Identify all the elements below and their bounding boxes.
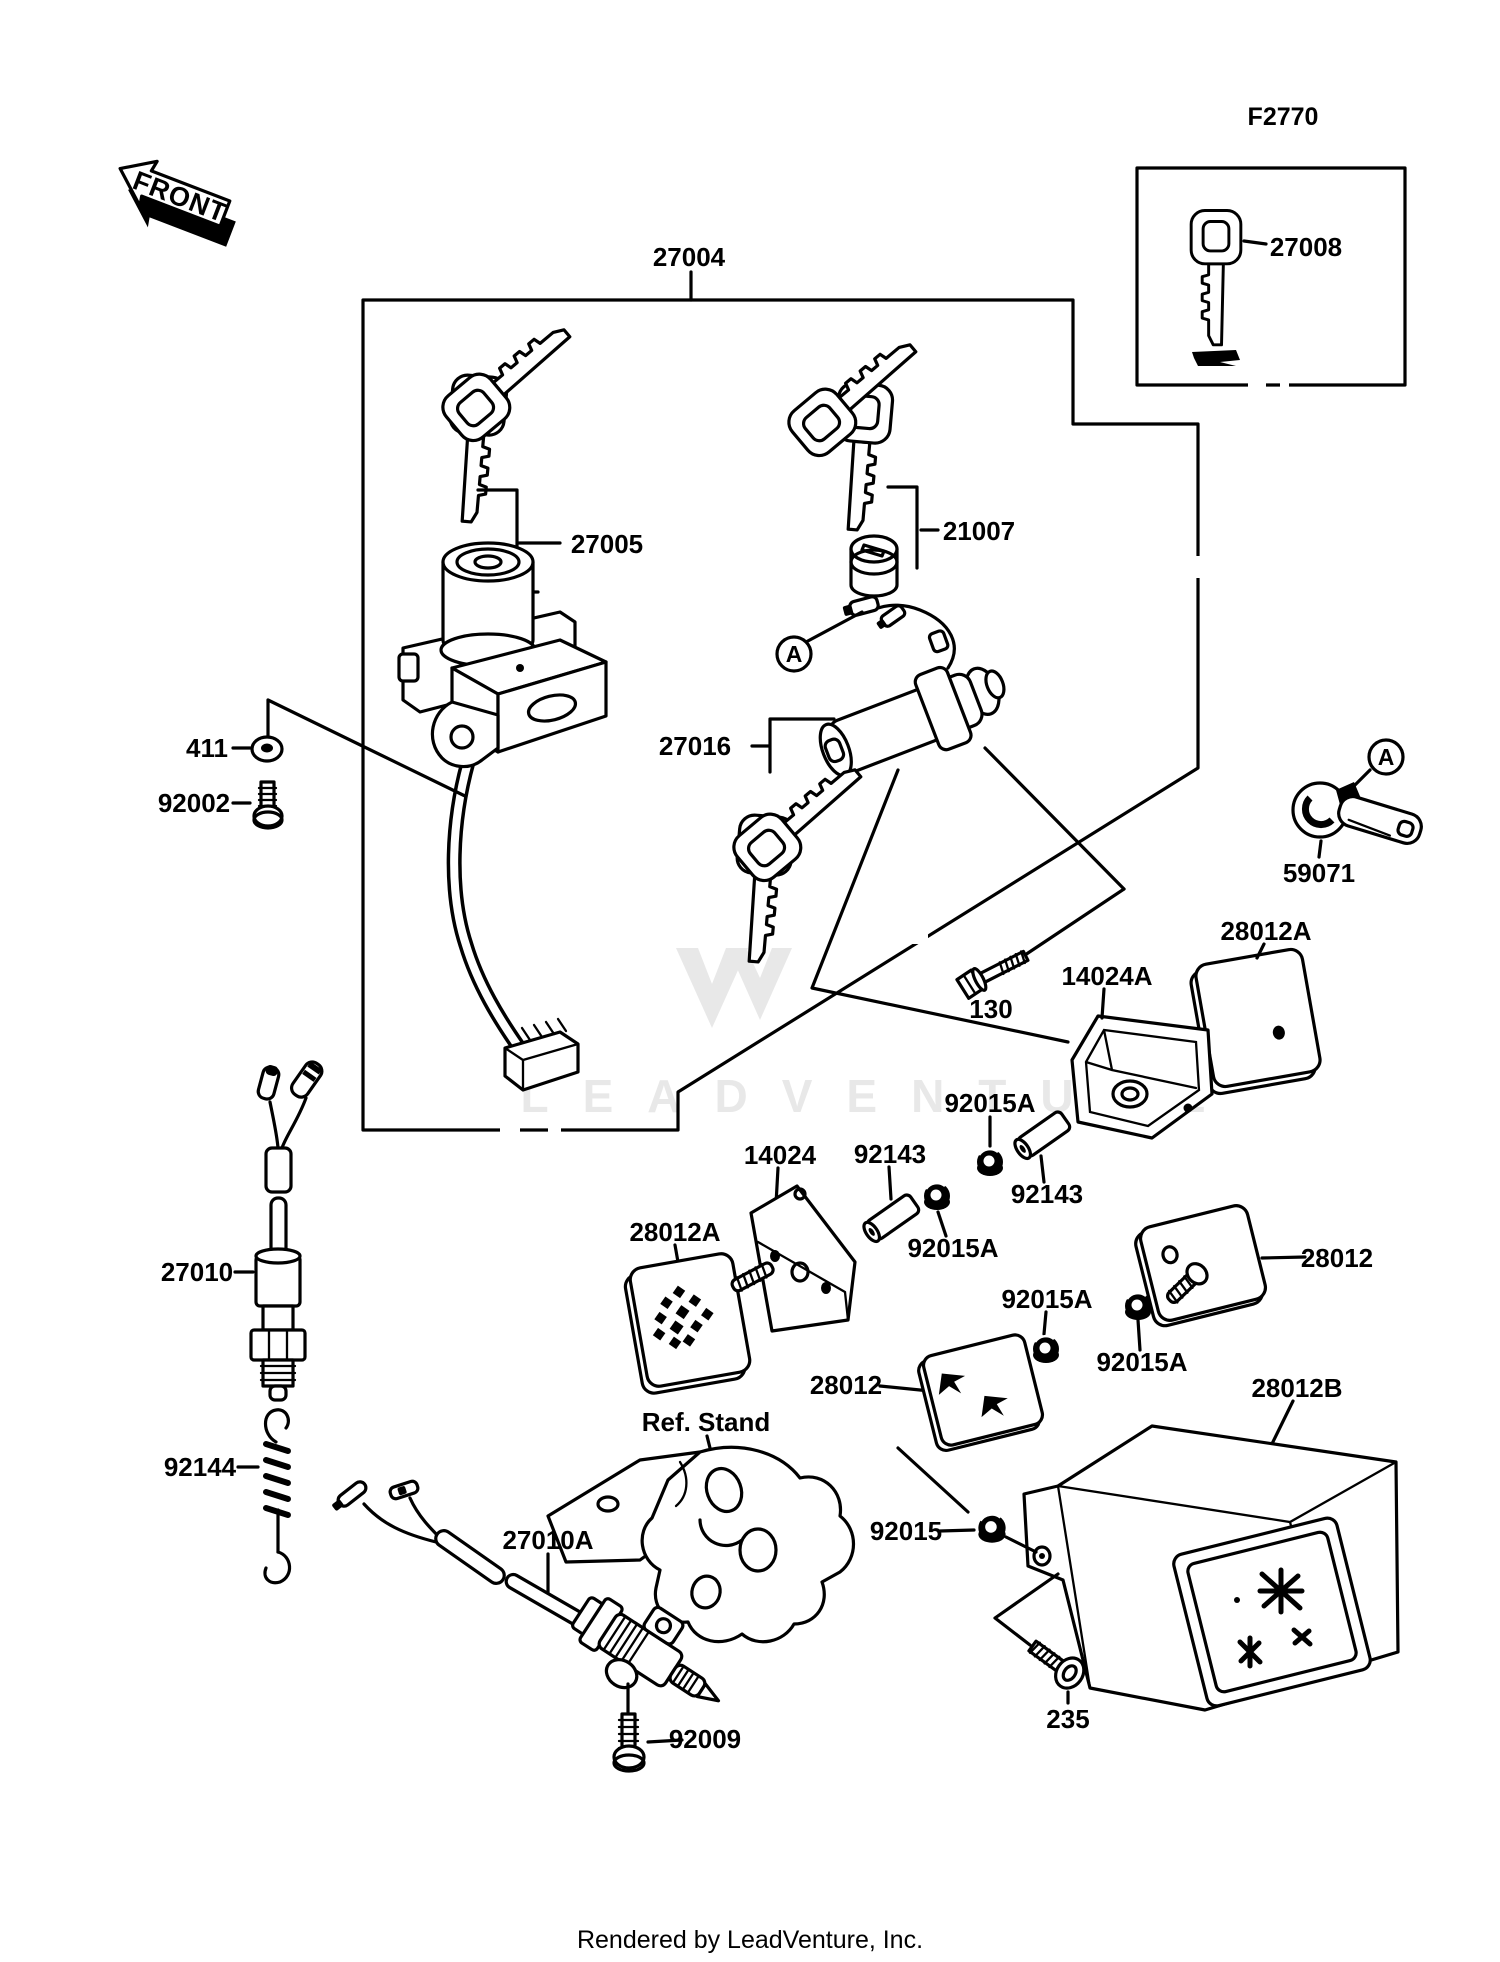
nut-92015: [938, 1513, 1038, 1554]
part-label-92015a-3: 92015A: [1001, 1284, 1092, 1314]
switch-27010: [233, 1060, 324, 1402]
part-label-27010: 27010: [161, 1257, 233, 1287]
part-label-92015a-1: 92015A: [944, 1088, 1035, 1118]
part-label-92144: 92144: [164, 1452, 237, 1482]
key-27016: [726, 749, 876, 966]
key-27008: [1189, 209, 1243, 347]
part-label-27008: 27008: [1270, 232, 1342, 262]
part-label-14024: 14024: [744, 1140, 817, 1170]
screw-92002: [231, 780, 284, 830]
reflector-28012a-right: [1159, 942, 1322, 1096]
part-label-14024a: 14024A: [1061, 961, 1152, 991]
part-label-411: 411: [186, 733, 228, 763]
bolt-235: [993, 1572, 1086, 1705]
key-set-21007: [781, 324, 940, 570]
collar-92143-left: [859, 1165, 923, 1246]
part-label-92015a-4: 92015A: [1096, 1347, 1187, 1377]
watermark-logo: [676, 948, 792, 1028]
switch-assembly-27010a: [332, 1479, 721, 1703]
reflector-housing-28012b: [1022, 1399, 1400, 1712]
part-label-28012a-top: 28012A: [1220, 916, 1311, 946]
reflector-28012-right: [1134, 1204, 1307, 1328]
nut-92015a-2: [922, 1181, 952, 1238]
part-label-130: 130: [969, 994, 1012, 1024]
ignition-switch-27005: [397, 541, 608, 1092]
part-label-28012-right: 28012: [1301, 1243, 1373, 1273]
part-label-92015a-2: 92015A: [907, 1233, 998, 1263]
ref-stand-note: Ref. Stand: [642, 1407, 771, 1437]
screw-92009: [612, 1682, 684, 1773]
cap-21007: [849, 534, 899, 598]
part-label-59071: 59071: [1283, 858, 1355, 888]
inset-box-spare-key: 27008: [1135, 166, 1407, 389]
bracket-14024: [749, 1166, 857, 1333]
part-label-92143-left: 92143: [854, 1139, 926, 1169]
detail-marker-a-2: A: [1378, 744, 1395, 770]
part-label-27005: 27005: [571, 529, 643, 559]
part-label-92002: 92002: [158, 788, 230, 818]
collar-92143-right: [1010, 1108, 1074, 1184]
part-label-28012-left: 28012: [810, 1370, 882, 1400]
part-label-235: 235: [1046, 1704, 1089, 1734]
lock-assembly-27016: A: [726, 595, 1126, 1044]
part-label-92015: 92015: [870, 1516, 942, 1546]
part-label-27010a: 27010A: [502, 1525, 593, 1555]
part-label-27004: 27004: [653, 242, 726, 272]
nut-92015a-3: [1031, 1310, 1061, 1365]
reflector-28012-left: [878, 1333, 1045, 1514]
part-label-28012a-left: 28012A: [629, 1217, 720, 1247]
nut-92015a-1: [975, 1115, 1005, 1178]
detail-marker-a-1: A: [786, 641, 803, 667]
reflex-sparkle-marks: [1237, 1567, 1313, 1669]
part-label-21007: 21007: [943, 516, 1015, 546]
part-label-92009: 92009: [669, 1724, 741, 1754]
spring-92144: [236, 1408, 292, 1585]
bracket-14024a: [1070, 987, 1214, 1140]
part-label-92143-right: 92143: [1011, 1179, 1083, 1209]
reflector-28012a-left: [623, 1243, 775, 1395]
part-label-27016: 27016: [659, 731, 731, 761]
part-label-28012b: 28012B: [1251, 1373, 1342, 1403]
key-code-stamp: [1192, 350, 1240, 366]
cable-connector: [503, 1017, 580, 1092]
footer-credit: Rendered by LeadVenture, Inc.: [577, 1926, 923, 1954]
washer-411: [231, 698, 467, 798]
front-arrow: FRONT: [118, 159, 236, 247]
stand-bracket-reference: [546, 1434, 855, 1644]
group-box-27004: 27004: [361, 242, 1206, 1136]
figure-code: F2770: [1248, 103, 1319, 131]
bolt-130: [955, 887, 1126, 1000]
cable-grommet-59071: A: [1291, 738, 1423, 859]
